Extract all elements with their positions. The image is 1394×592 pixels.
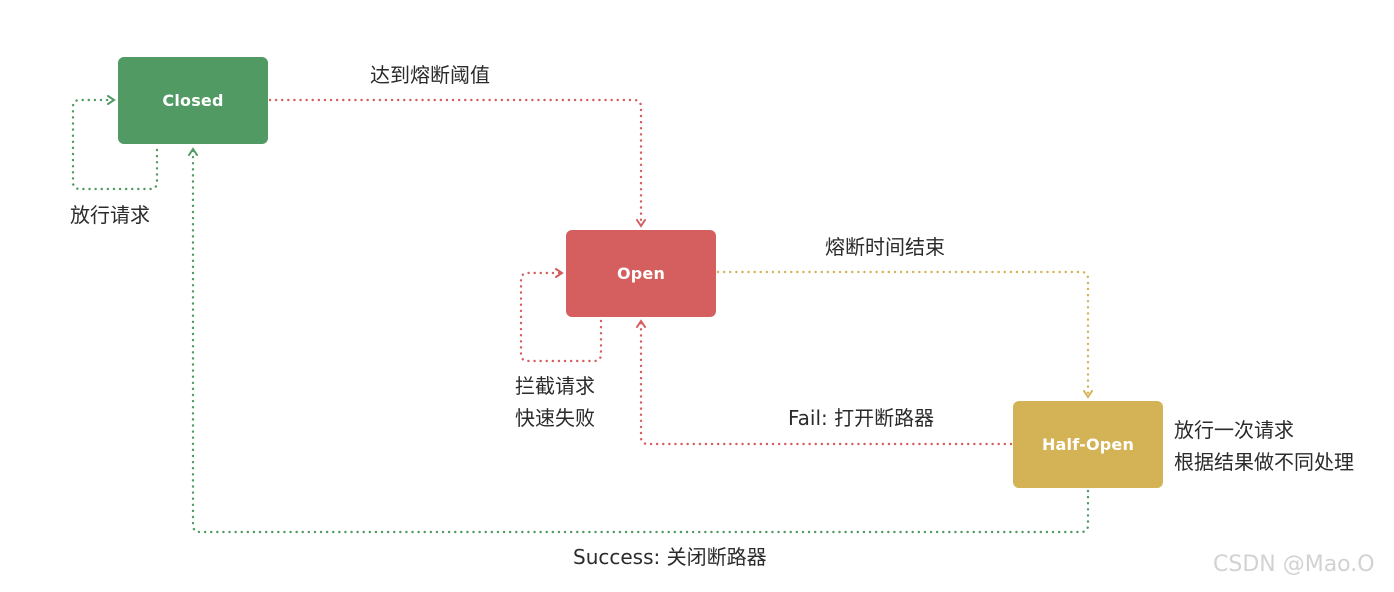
state-half-open: Half-Open	[1013, 401, 1163, 488]
transition-label-fail: Fail: 打开断路器	[788, 406, 935, 430]
edge-half-open-to-closed-success	[188, 147, 1090, 534]
edge-open-self-loop	[519, 268, 603, 363]
edge-open-to-half-open	[716, 270, 1093, 399]
transition-label-threshold: 达到熔断阈值	[370, 63, 490, 87]
transition-label-success: Success: 关闭断路器	[573, 545, 767, 569]
state-open: Open	[566, 230, 716, 317]
transition-label-block-request: 拦截请求 快速失败	[515, 370, 595, 434]
state-half-open-label: Half-Open	[1041, 435, 1135, 454]
transition-label-allow-request: 放行请求	[70, 203, 150, 227]
block-request-line-2: 快速失败	[515, 406, 595, 430]
half-open-description-line-2: 根据结果做不同处理	[1174, 450, 1354, 474]
state-closed: Closed	[118, 57, 268, 144]
block-request-line-1: 拦截请求	[515, 374, 595, 398]
half-open-description-line-1: 放行一次请求	[1174, 418, 1294, 442]
half-open-description: 放行一次请求 根据结果做不同处理	[1174, 414, 1354, 478]
edge-closed-self-loop	[71, 95, 159, 191]
transition-label-timeout: 熔断时间结束	[825, 235, 945, 259]
state-open-label: Open	[616, 264, 666, 283]
watermark: CSDN @Mao.O	[1213, 552, 1375, 577]
edge-closed-to-open	[268, 98, 646, 228]
state-closed-label: Closed	[162, 91, 224, 110]
